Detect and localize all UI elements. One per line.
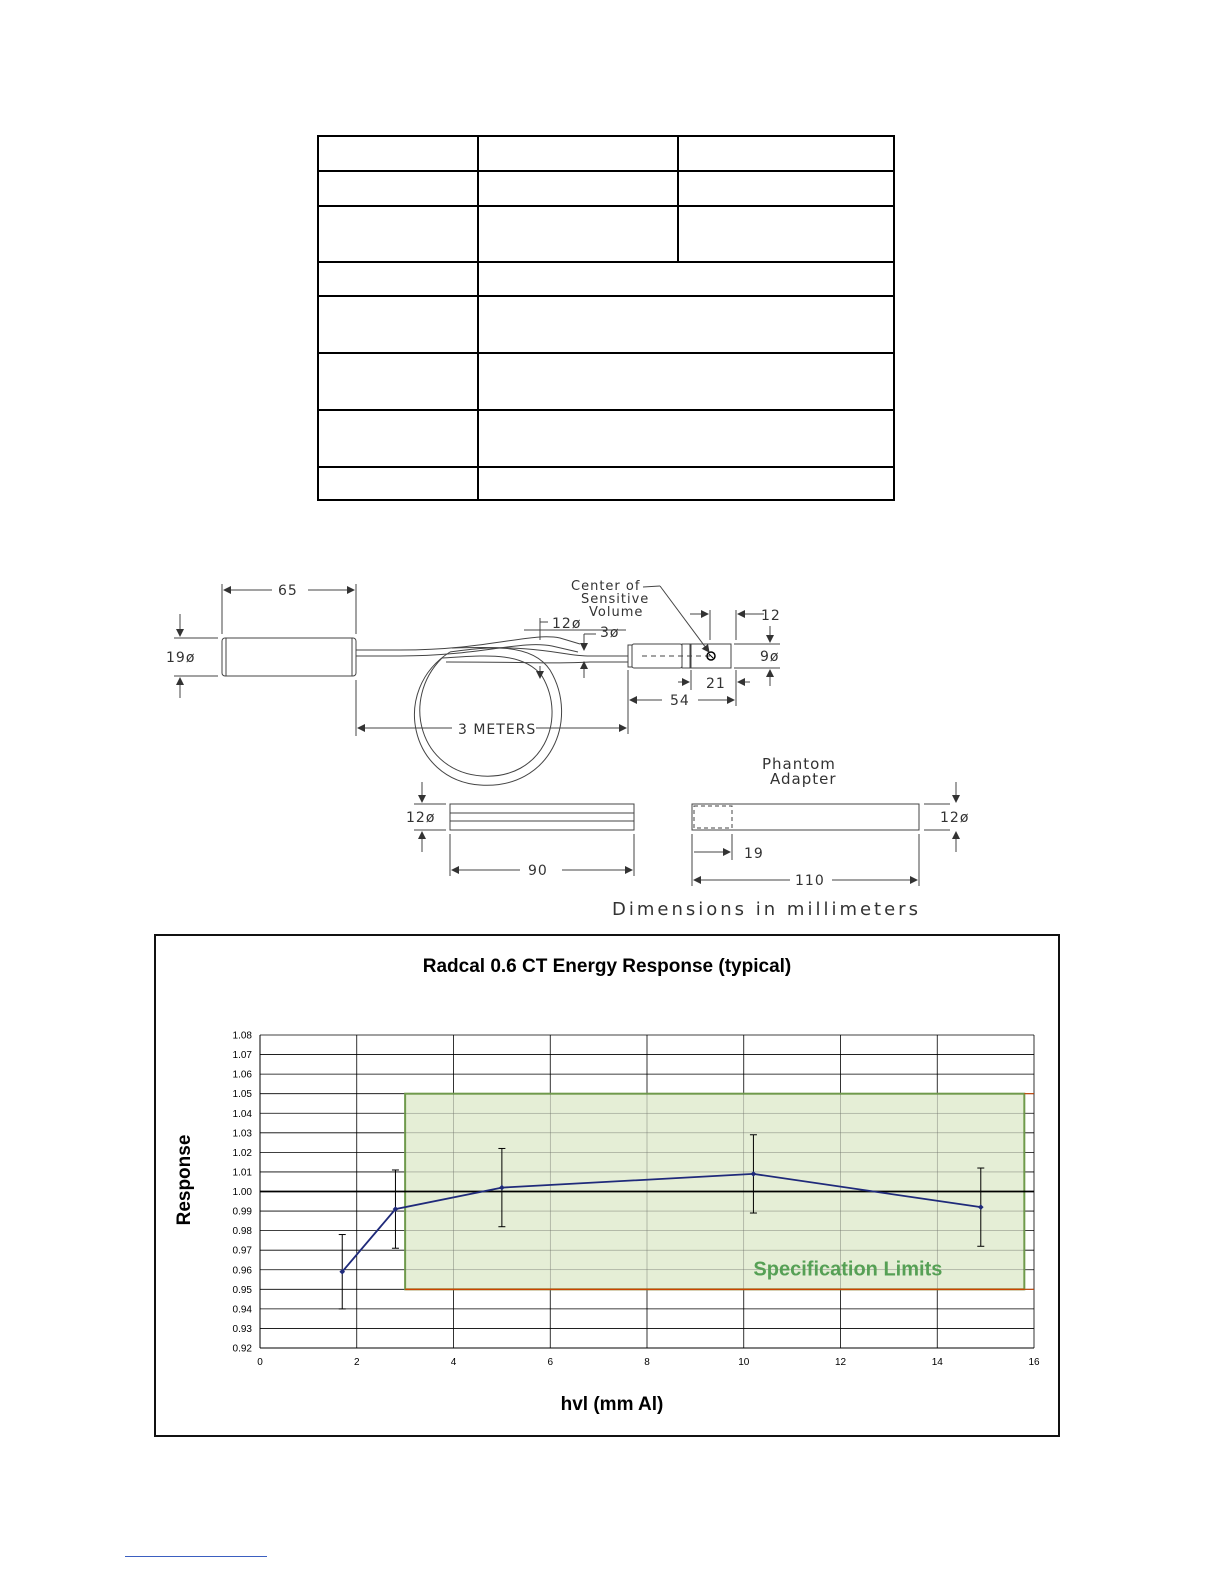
table-cell [677,170,895,207]
sensitive-volume-marker [706,651,716,661]
table-cell [317,261,479,297]
footnote-separator [125,1556,267,1557]
x-tick-label: 2 [354,1357,360,1368]
connector-body [221,637,357,677]
chamber-stem [627,644,633,668]
phantom-adapter [691,803,920,831]
drawing-svg: 65 19ø Center of Sensitive Volume 12ø 3ø… [166,579,969,920]
table-cell [477,295,895,354]
chart-title: Radcal 0.6 CT Energy Response (typical) [422,956,792,977]
x-tick-label: 4 [451,1357,457,1368]
center-label-1: Center of [571,579,640,594]
dim-12-dia-left: 12ø [406,810,435,826]
table-cell [317,352,479,411]
table-cell [317,466,479,501]
dim-65: 65 [278,583,298,599]
y-tick-label: 1.03 [233,1128,253,1139]
y-tick-label: 0.94 [233,1304,253,1315]
x-axis-label: hvl (mm Al) [561,1394,664,1415]
table-cell [477,135,679,172]
x-tick-label: 8 [644,1357,650,1368]
x-tick-label: 12 [835,1357,847,1368]
y-tick-label: 1.04 [233,1109,253,1120]
y-tick-label: 1.02 [233,1148,253,1159]
table-cell [317,135,479,172]
dim-3-dia: 3ø [600,625,619,641]
y-tick-label: 1.01 [233,1167,253,1178]
x-tick-label: 6 [547,1357,553,1368]
dim-110: 110 [795,873,825,889]
dim-90: 90 [528,863,548,879]
table-cell [477,205,679,263]
table-cell [677,135,895,172]
data-point [977,1204,984,1210]
table-cell [317,295,479,354]
dim-19-dia: 19ø [166,650,195,666]
chamber-body [631,643,683,669]
dim-19: 19 [744,846,764,862]
dim-9-dia: 9ø [760,649,779,665]
y-tick-label: 1.07 [233,1050,253,1061]
x-tick-label: 14 [932,1357,944,1368]
table-cell [477,261,895,297]
y-tick-label: 0.92 [233,1344,253,1355]
y-tick-label: 0.96 [233,1265,253,1276]
phantom-label-1: Phantom [762,755,836,773]
y-tick-label: 0.95 [233,1285,253,1296]
y-tick-label: 0.93 [233,1324,253,1335]
chamber-dimension-drawing: 65 19ø Center of Sensitive Volume 12ø 3ø… [150,570,1020,930]
dim-54: 54 [670,693,690,709]
dim-12-right: 12 [761,608,781,624]
table-cell [317,205,479,263]
dimensions-caption: Dimensions in millimeters [612,899,921,920]
y-tick-label: 1.00 [233,1187,253,1198]
table-cell [477,352,895,411]
dim-12-dia-top: 12ø [552,616,581,632]
y-tick-label: 1.06 [233,1070,253,1081]
table-cell [317,409,479,468]
cable [356,636,581,651]
spec-band-label: Specification Limits [753,1259,942,1281]
data-point [499,1184,505,1191]
table-cell [477,170,679,207]
x-tick-label: 16 [1028,1357,1040,1368]
center-label-3: Volume [589,605,643,620]
x-tick-label: 0 [257,1357,263,1368]
y-tick-label: 1.08 [233,1031,253,1042]
dim-21: 21 [706,676,726,692]
dim-12-dia-right: 12ø [940,810,969,826]
center-label-2: Sensitive [581,592,649,607]
buildup-cylinder [449,803,635,831]
y-tick-label: 0.99 [233,1207,253,1218]
table-cell [317,170,479,207]
dim-3-meters: 3 METERS [458,722,536,738]
table-cell [677,205,895,263]
specification-table [317,135,895,501]
phantom-label-2: Adapter [770,770,837,788]
chart-svg: Specification Limits 0.92 0.93 0.94 0.95 0.96… [174,1031,1040,1416]
table-cell [477,409,895,468]
y-tick-label: 1.05 [233,1089,253,1100]
y-tick-label: 0.97 [233,1246,253,1257]
y-tick-label: 0.98 [233,1226,253,1237]
table-cell [477,466,895,501]
energy-response-chart: Radcal 0.6 CT Energy Response (typical) … [154,934,1060,1437]
y-axis-label: Response [174,1135,195,1226]
x-tick-label: 10 [738,1357,750,1368]
